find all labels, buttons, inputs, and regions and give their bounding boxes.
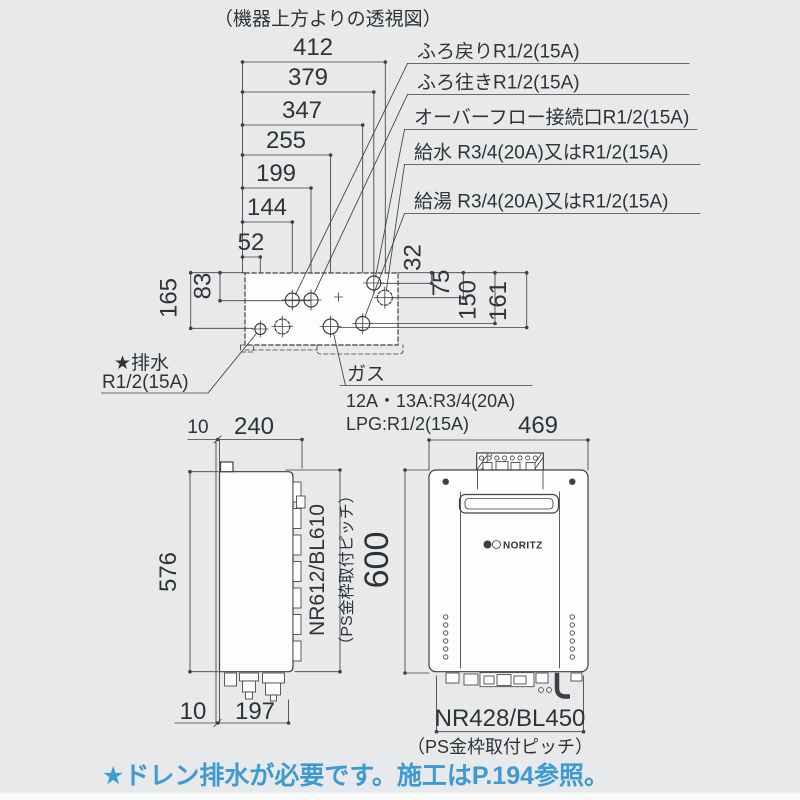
top-view-connection-ports: [251, 272, 396, 338]
top-view: 412 379 347 255 199 144 52: [101, 34, 701, 434]
bottom-margin: [0, 792, 800, 800]
side-view-top-dimensions: 10 240: [187, 413, 304, 469]
dim-576: 576: [155, 552, 182, 592]
label-drain-2: R1/2(15A): [102, 372, 189, 393]
screw-left: [442, 478, 449, 485]
label-water-supply: 給水 R3/4(20A)又はR1/2(15A): [414, 142, 668, 164]
label-gas-city: 12A・13A:R3/4(20A): [346, 391, 515, 411]
side-pitch-note: （PS金枠取付ピッチ）: [338, 487, 356, 652]
top-view-right-dimensions: 32 75 150 161: [338, 244, 529, 330]
dim-347: 347: [282, 97, 322, 124]
port-water-supply: [373, 286, 396, 309]
gas-label: ガス 12A・13A:R3/4(20A) LPG:R1/2(15A): [332, 332, 533, 434]
dim-52: 52: [238, 229, 265, 256]
dim-83: 83: [190, 273, 217, 300]
dim-412: 412: [293, 34, 333, 61]
dim-pipe-depth: 197: [235, 698, 275, 725]
top-view-width-dimension-ladder: 412 379 347 255 199 144 52: [238, 34, 388, 324]
front-view-width-dimension: 469: [427, 412, 590, 471]
speaker-holes: [443, 614, 575, 660]
dim-199: 199: [256, 160, 296, 187]
label-furo-yuki: ふろ往きR1/2(15A): [417, 72, 580, 94]
label-gas-lpg: LPG:R1/2(15A): [346, 414, 469, 434]
label-drain-1: ★排水: [114, 352, 169, 374]
dim-144: 144: [247, 194, 287, 221]
port-overflow: [363, 272, 385, 294]
front-pitch-note: （PS金枠取付ピッチ）: [407, 737, 593, 757]
port-alt: [271, 315, 294, 338]
label-hot-water: 給湯 R3/4(20A)又はR1/2(15A): [414, 191, 668, 213]
dim-depth: 240: [234, 413, 274, 440]
dim-255: 255: [266, 127, 306, 154]
drain-label: ★排水 R1/2(15A): [101, 332, 258, 394]
front-clip: [296, 495, 306, 509]
side-view: 10 240: [155, 413, 356, 728]
front-bottom-piping: [445, 672, 583, 699]
dim-379: 379: [288, 64, 328, 91]
front-view-height-dimension: 600: [358, 468, 430, 675]
dim-600: 600: [358, 532, 396, 589]
dim-gap-top: 10: [187, 417, 208, 438]
brand-text: NORITZ: [503, 541, 543, 552]
side-view-unit: [215, 439, 306, 724]
front-view-unit: NORITZ: [428, 452, 589, 699]
label-gas: ガス: [347, 363, 385, 385]
side-view-pitch-dimension: NR612/BL610 （PS金枠取付ピッチ）: [285, 468, 356, 674]
port-drain: [251, 320, 269, 338]
dim-161: 161: [485, 281, 512, 321]
label-furo-modori: ふろ戻りR1/2(15A): [417, 41, 580, 63]
top-view-connection-labels: ふろ戻りR1/2(15A) ふろ往きR1/2(15A) オーバーフロー接続口R1…: [294, 41, 701, 318]
port-furo-yuki: [300, 289, 322, 311]
port-gas: [319, 315, 342, 338]
front-pitch-label: NR428/BL450: [435, 705, 586, 732]
side-pitch-label: NR612/BL610: [306, 504, 329, 636]
dim-32: 32: [400, 244, 427, 271]
side-view-bottom-dimensions: 10 197: [174, 698, 291, 728]
front-view: 469: [358, 412, 593, 757]
port-hot-water: [352, 313, 374, 334]
drain-note: ★ドレン排水が必要です。施工はP.194参照。: [102, 761, 609, 790]
screw-right: [569, 478, 576, 485]
dim-75: 75: [428, 270, 455, 297]
dim-469: 469: [518, 412, 558, 439]
noritz-logo: NORITZ: [483, 540, 543, 552]
dim-gap-bottom: 10: [180, 698, 207, 725]
front-view-pitch-dimension: NR428/BL450 （PS金枠取付ピッチ）: [407, 675, 593, 757]
dim-150: 150: [455, 280, 482, 320]
label-overflow: オーバーフロー接続口R1/2(15A): [414, 107, 689, 129]
port-furo-modori: [281, 289, 303, 311]
top-view-left-dimensions: 165 83: [156, 270, 312, 331]
dim-165: 165: [156, 278, 183, 318]
side-view-height-dimension: 576: [155, 469, 219, 674]
diagram-title: （機器上方よりの透視図）: [214, 8, 442, 30]
